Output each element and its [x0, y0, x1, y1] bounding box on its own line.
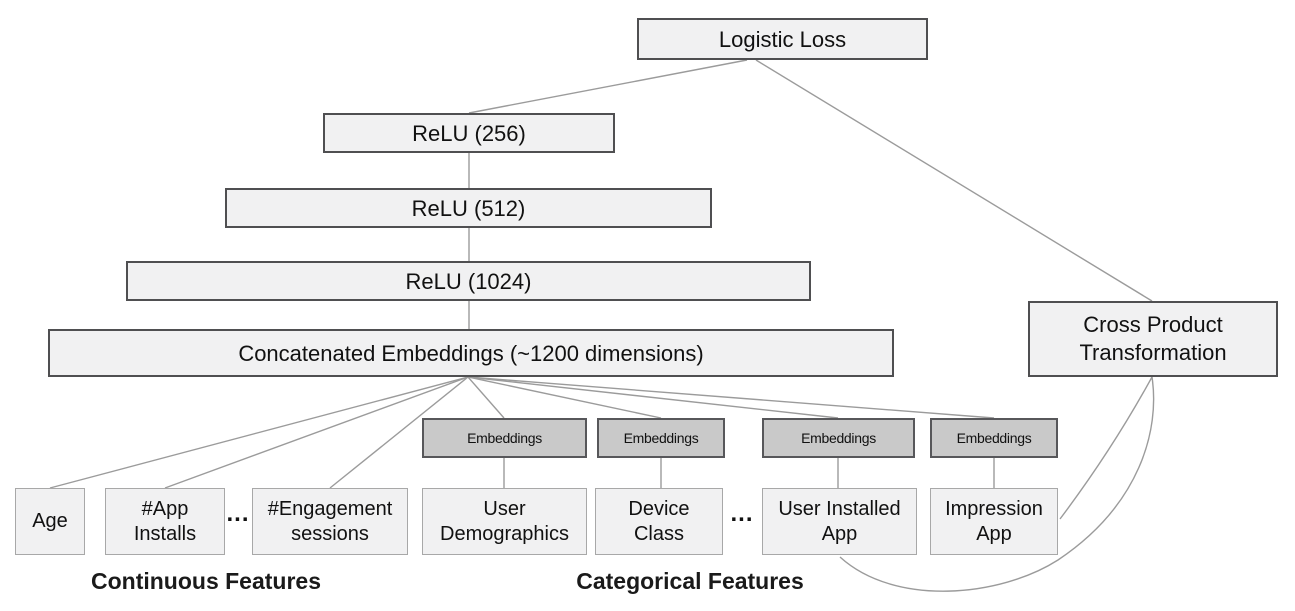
edge-loss-to-relu256: [468, 59, 748, 114]
node-impression-app: Impression App: [930, 488, 1058, 555]
node-concatenated-embeddings: Concatenated Embeddings (~1200 dimension…: [48, 329, 894, 377]
node-app-installs: #App Installs: [105, 488, 225, 555]
node-relu-256: ReLU (256): [323, 113, 615, 153]
ellipsis-categorical: ...: [730, 500, 754, 527]
label-continuous-features: Continuous Features: [90, 568, 322, 594]
node-user-demographics: User Demographics: [422, 488, 587, 555]
node-relu-512: ReLU (512): [225, 188, 712, 228]
embeddings-box-2: Embeddings: [597, 418, 725, 458]
embeddings-box-3: Embeddings: [762, 418, 915, 458]
edge-loss-to-cross-product: [755, 59, 1153, 302]
edge-cross-product-to-user-installed-app: [839, 376, 1155, 592]
node-device-class: Device Class: [595, 488, 723, 555]
node-relu-1024: ReLU (1024): [126, 261, 811, 301]
edge-concat-to-embeddings-1: [467, 376, 505, 419]
edge-concat-to-embeddings-4: [467, 376, 995, 419]
edge-concat-to-embeddings-3: [467, 376, 839, 419]
node-engagement-sessions: #Engagement sessions: [252, 488, 408, 555]
embeddings-box-4: Embeddings: [930, 418, 1058, 458]
ellipsis-continuous: ...: [226, 500, 250, 527]
embeddings-box-1: Embeddings: [422, 418, 587, 458]
node-age: Age: [15, 488, 85, 555]
edge-concat-to-embeddings-2: [467, 376, 662, 419]
edge-concat-to-engagement: [329, 376, 469, 489]
node-logistic-loss: Logistic Loss: [637, 18, 928, 60]
edge-cross-product-to-impression-app: [1059, 376, 1153, 520]
edge-concat-to-age: [49, 376, 469, 489]
node-user-installed-app: User Installed App: [762, 488, 917, 555]
edge-concat-to-app-installs: [164, 376, 469, 489]
label-categorical-features: Categorical Features: [576, 568, 804, 594]
node-cross-product-transformation: Cross Product Transformation: [1028, 301, 1278, 377]
